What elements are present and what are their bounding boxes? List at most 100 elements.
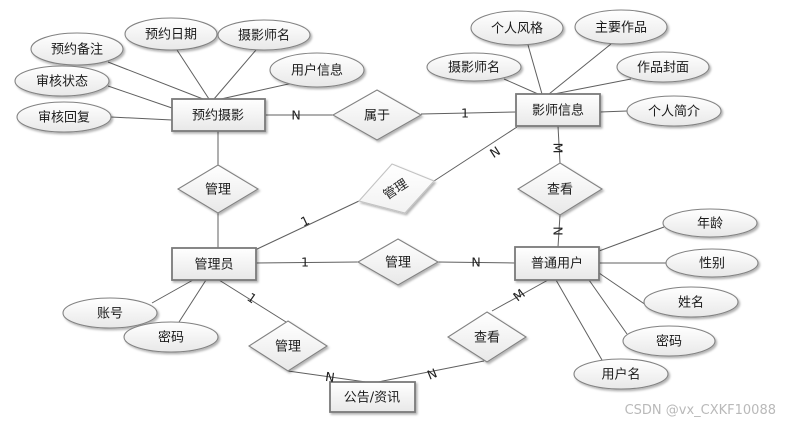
cardinality-user-m-view: M	[510, 286, 528, 304]
entity-shapes: 预约摄影 影师信息 管理员 普通用户 公告/资讯	[171, 93, 601, 413]
relationship-label: 属于	[364, 109, 390, 124]
connector-lines	[107, 43, 666, 384]
attribute-label: 用户名	[601, 367, 640, 383]
attribute-works-cover: 作品封面	[616, 51, 710, 83]
entity-regular-user: 普通用户	[514, 246, 600, 281]
connector-photographerinfo-to-view	[557, 125, 561, 164]
attribute-ellipse	[269, 52, 365, 88]
attribute-shapes: 预约备注 预约日期 摄影师名 用户信息 审核状态 审核回复 个人风格 主要作品	[14, 9, 759, 390]
connector-user-to-view-bottom	[491, 279, 549, 312]
attribute-ellipse	[124, 17, 218, 51]
attribute-label: 密码	[656, 334, 682, 350]
attribute-ellipse	[217, 19, 311, 51]
connector-manage-skewed-to-photographerinfo	[433, 126, 518, 182]
cardinality-admin-1-mid: 1	[301, 255, 309, 270]
attribute-appointment-note: 预约备注	[30, 32, 124, 66]
attribute-label: 姓名	[678, 295, 704, 311]
attribute-appointment-date: 预约日期	[124, 17, 218, 51]
connector-view-to-user	[557, 214, 561, 248]
connector-view-bottom-to-announcement	[372, 360, 485, 384]
attribute-label: 密码	[158, 330, 184, 346]
entity-rect	[329, 381, 416, 413]
attribute-user-gender: 性别	[665, 248, 759, 278]
relationship-diamond	[516, 162, 604, 216]
relationship-diamond	[331, 89, 423, 141]
attribute-personal-profile: 个人简介	[626, 95, 722, 127]
connector-main-works	[548, 43, 612, 95]
relationship-diamond	[176, 164, 260, 214]
attribute-ellipse	[574, 9, 668, 45]
connector-belongs-to-photographerinfo	[420, 111, 517, 115]
relationship-manage-user: 管理	[356, 238, 440, 286]
attribute-review-status: 审核状态	[14, 65, 110, 97]
relationship-label: 管理	[385, 256, 411, 271]
relationship-manage-appointment: 管理	[176, 164, 260, 214]
entity-label: 普通用户	[531, 256, 583, 272]
connector-appointment-date	[176, 49, 210, 100]
attribute-ellipse	[626, 95, 722, 127]
attribute-admin-password: 密码	[123, 321, 219, 353]
attribute-label: 账号	[97, 307, 123, 322]
attribute-label: 个人风格	[491, 21, 543, 37]
connector-admin-password	[178, 279, 207, 323]
entity-label: 公告/资讯	[344, 391, 400, 406]
entity-label: 预约摄影	[192, 109, 244, 124]
connector-username	[555, 279, 603, 361]
attribute-ellipse	[622, 325, 716, 357]
attribute-ellipse	[573, 358, 669, 390]
attribute-user-password: 密码	[622, 325, 716, 357]
relationship-manage-photographer-skewed: 管理	[357, 163, 435, 214]
connector-manage-mid-to-user	[437, 261, 516, 264]
connector-admin-to-manage-mid	[254, 261, 359, 264]
cardinality-user-n-mid: N	[471, 255, 480, 270]
connector-photographer-name-2	[503, 78, 539, 95]
attribute-user-name: 姓名	[643, 286, 739, 318]
connector-manage-bottom-to-announcement	[287, 370, 374, 384]
attribute-ellipse	[16, 101, 112, 133]
attribute-label: 用户信息	[291, 63, 343, 79]
attribute-label: 预约备注	[51, 42, 103, 58]
entity-rect	[515, 93, 601, 127]
connector-user-password	[588, 279, 628, 335]
entity-photographer-info: 影师信息	[515, 93, 601, 127]
cardinality-announcement-n-manage: N	[324, 369, 335, 385]
connector-personal-style	[527, 44, 543, 95]
connector-user-name	[598, 272, 647, 306]
relationship-diamond	[357, 163, 435, 214]
entity-administrator: 管理员	[171, 247, 257, 281]
attribute-admin-account: 账号	[62, 297, 158, 329]
entity-label: 管理员	[194, 258, 233, 273]
attribute-label: 审核回复	[38, 111, 90, 126]
watermark-text: CSDN @vx_CXKF10088	[625, 403, 776, 418]
entity-rect	[171, 247, 257, 281]
relationship-diamond	[247, 320, 329, 372]
relationship-shapes: 属于 管理 管理 查看 管理 管理 查看	[176, 89, 604, 372]
attribute-user-age: 年龄	[662, 208, 758, 238]
relationship-manage-announcement: 管理	[247, 320, 329, 372]
connector-appointment-note	[107, 61, 204, 100]
cardinality-photographerinfo-1: 1	[461, 106, 469, 121]
relationship-diamond	[446, 311, 528, 363]
attribute-label: 性别	[699, 257, 725, 272]
attribute-ellipse	[643, 286, 739, 318]
connector-user-info	[220, 82, 294, 100]
attribute-label: 摄影师名	[448, 60, 500, 76]
relationship-view-announcement: 查看	[446, 311, 528, 363]
attribute-user-info: 用户信息	[269, 52, 365, 88]
relationship-label: 管理	[205, 183, 231, 198]
cardinality-photographerinfo-m: M	[551, 143, 566, 154]
attribute-ellipse	[123, 321, 219, 353]
relationship-view-photographer: 查看	[516, 162, 604, 216]
connector-user-age	[598, 226, 665, 252]
entity-announcement-news: 公告/资讯	[329, 381, 416, 413]
attribute-photographer-name-1: 摄影师名	[217, 19, 311, 51]
attribute-ellipse	[665, 248, 759, 278]
entity-appointment-photography: 预约摄影	[171, 98, 266, 132]
connector-admin-to-manage-bottom	[218, 279, 287, 323]
attribute-label: 年龄	[697, 217, 723, 232]
cardinality-admin-1-skewed: 1	[298, 213, 312, 230]
connector-personal-profile	[599, 110, 628, 113]
attribute-label: 预约日期	[145, 28, 197, 43]
attribute-label: 主要作品	[595, 21, 647, 36]
